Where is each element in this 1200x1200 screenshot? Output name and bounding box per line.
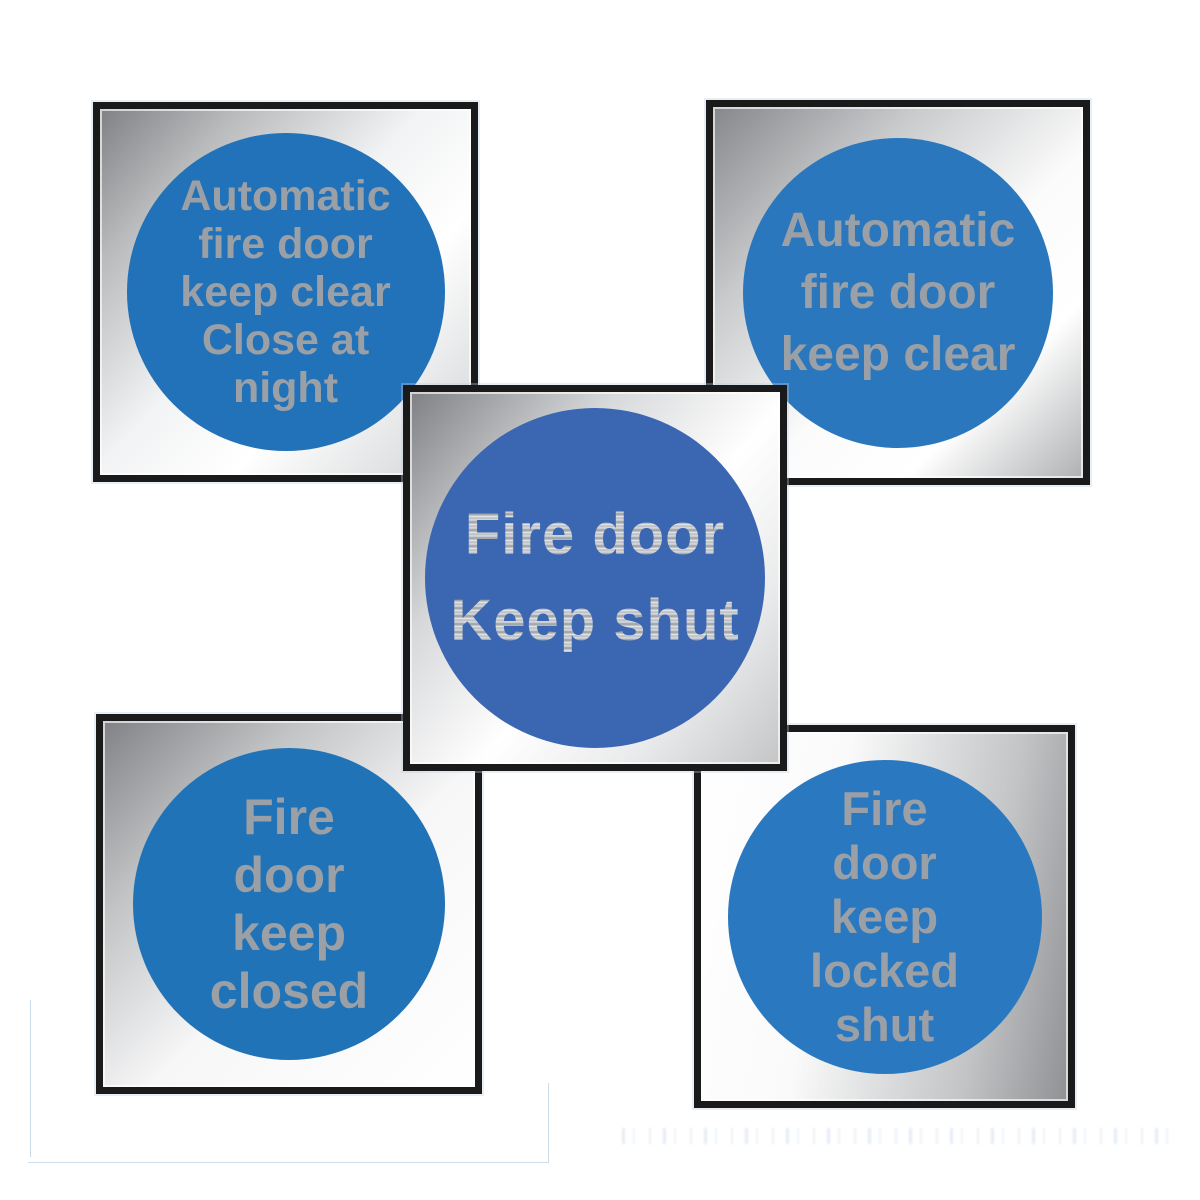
sign-text-line: Close at <box>201 316 370 364</box>
sign-fire-door-keep-closed: Fire door keep closed <box>96 714 482 1094</box>
mandatory-circle-icon: Automatic fire door keep clear <box>743 137 1053 448</box>
sign-text-line: night <box>232 364 339 412</box>
sign-fire-door-keep-locked-shut: Fire door keep locked shut <box>694 725 1075 1108</box>
faint-line-artifact <box>28 1162 548 1163</box>
sign-text-line: keep <box>830 889 939 943</box>
sign-text-line: shut <box>834 997 935 1051</box>
mandatory-circle-icon: Fire door Keep shut <box>425 408 765 748</box>
sign-text-line: fire door <box>198 220 373 268</box>
sign-text-line: Fire door <box>465 492 725 578</box>
sign-automatic-fire-door-close-at-night: Automatic fire door keep clear Close at … <box>93 102 478 482</box>
sign-text-line: Keep shut <box>450 578 739 664</box>
sign-text-line: keep clear <box>180 268 391 316</box>
sign-text-line: keep clear <box>780 327 1016 381</box>
sign-text-line: locked <box>810 943 959 997</box>
mandatory-circle-icon: Fire door keep locked shut <box>727 759 1042 1074</box>
sign-fire-door-keep-shut: Fire door Keep shut <box>403 385 787 771</box>
illegible-watermark <box>622 1128 1180 1144</box>
sign-text-line: door <box>233 847 345 903</box>
faint-line-artifact <box>30 1000 31 1157</box>
sign-text-line: fire door <box>800 265 996 319</box>
sign-text-line: Fire <box>243 789 335 845</box>
faint-line-artifact <box>548 1083 549 1163</box>
sign-text-line: closed <box>209 963 369 1019</box>
sign-text-line: Automatic <box>180 172 391 220</box>
mandatory-circle-icon: Automatic fire door keep clear Close at … <box>126 133 445 451</box>
mandatory-circle-icon: Fire door keep closed <box>133 748 445 1060</box>
sign-text-line: Automatic <box>780 203 1016 257</box>
sign-text-line: keep <box>232 905 346 961</box>
sign-text-line: Fire <box>841 781 928 835</box>
sign-text-line: door <box>832 835 937 889</box>
